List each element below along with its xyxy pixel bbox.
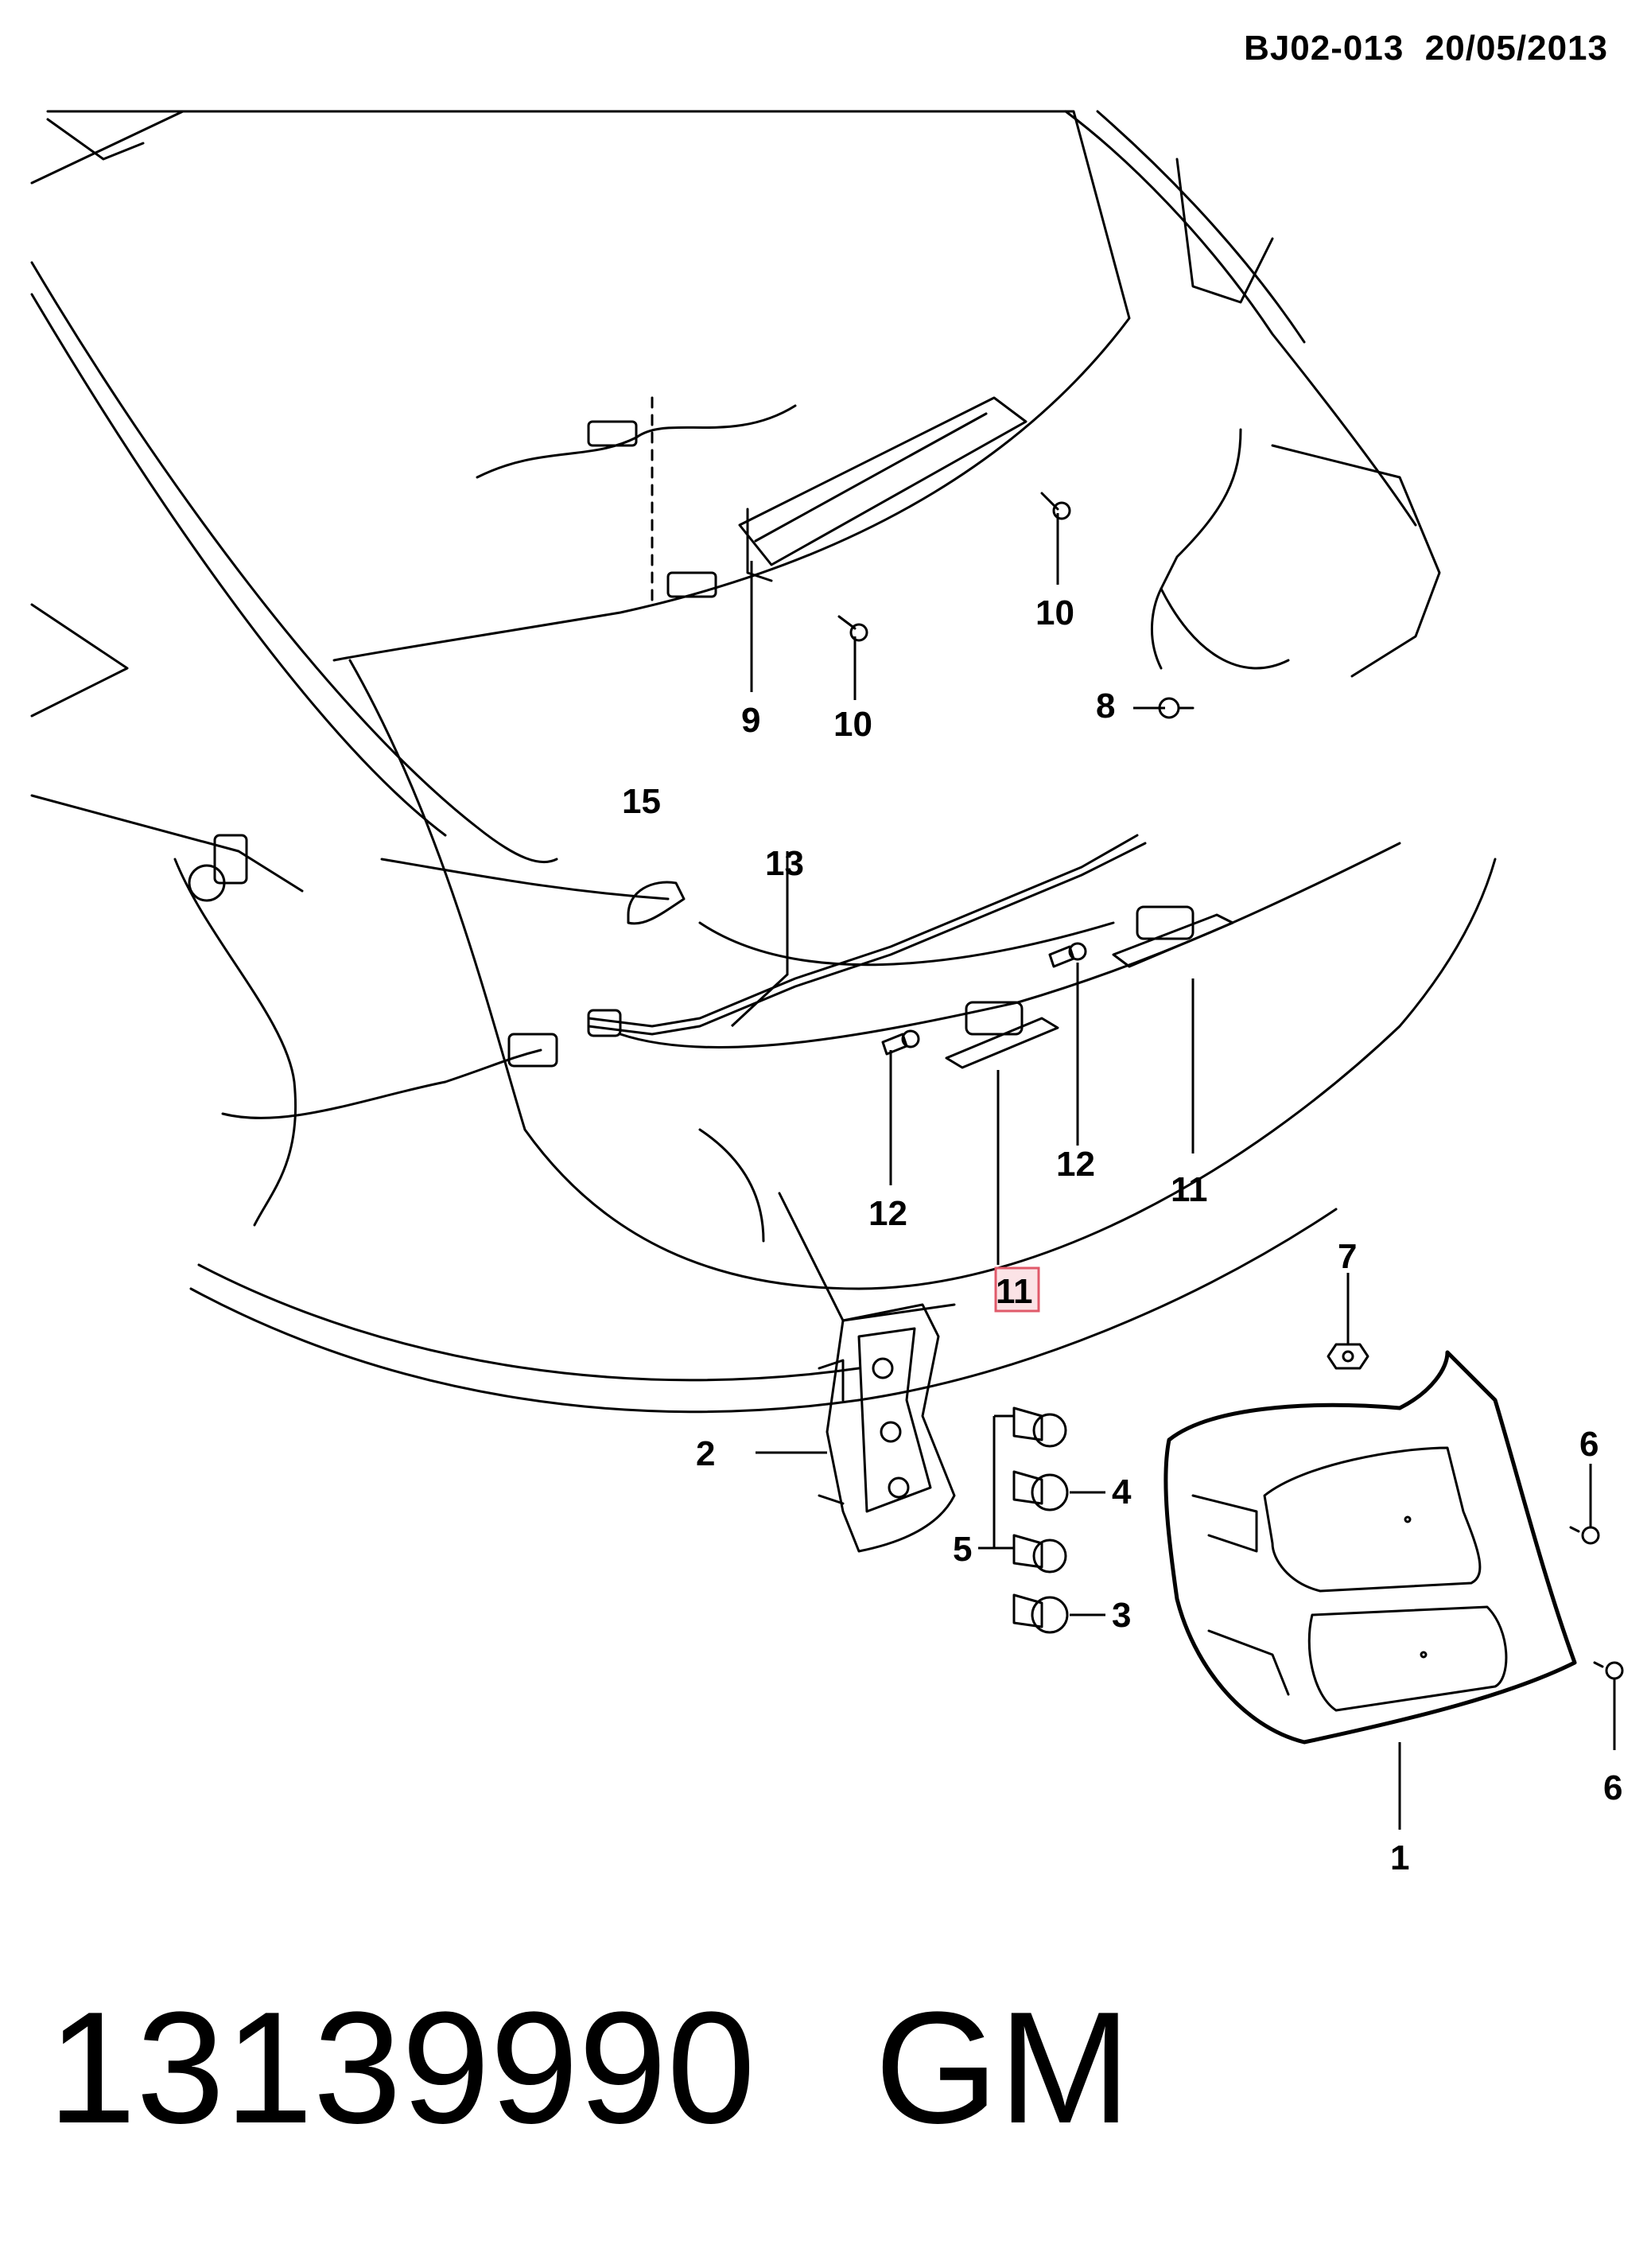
part-number: 13139990 [48, 1979, 756, 2157]
callout-5: 5 [953, 1530, 972, 1569]
screw-10-upper [1040, 492, 1071, 520]
screw-6-lower [1593, 1661, 1624, 1680]
diagram-header: BJ02-013 20/05/2013 [1244, 29, 1608, 68]
callout-9: 9 [741, 701, 760, 740]
bulb-5-upper [1012, 1406, 1067, 1448]
callout-4: 4 [1112, 1472, 1132, 1511]
callout-1: 1 [1390, 1838, 1409, 1877]
lamp-socket-carrier [818, 1303, 956, 1553]
high-mount-stop-lamp [476, 396, 1028, 606]
plug-15 [627, 881, 686, 925]
callout-2: 2 [696, 1434, 715, 1473]
leader-lines [730, 513, 1616, 1830]
callout-10-upper: 10 [1035, 593, 1074, 632]
callout-11-right: 11 [1171, 1170, 1208, 1209]
bulb-5-lower [1012, 1534, 1067, 1574]
screw-6-upper [1569, 1526, 1600, 1545]
callout-6-lower: 6 [1603, 1768, 1622, 1807]
bulb-3 [1012, 1593, 1069, 1634]
wiring-harness [173, 834, 1147, 1227]
bulb-4 [1012, 1470, 1069, 1511]
callout-15: 15 [622, 782, 661, 821]
license-lamp-right [1112, 905, 1234, 968]
screw-10-lower [837, 615, 868, 642]
diagram-date: 20/05/2013 [1424, 29, 1608, 68]
trunk-opening-outline [1064, 110, 1441, 678]
diagram-code: BJ02-013 [1244, 29, 1404, 68]
callout-8: 8 [1096, 687, 1115, 726]
rear-window-outline [30, 110, 1131, 893]
highlight-box [994, 1266, 1040, 1313]
bulb-12-right [1048, 942, 1087, 968]
nut-7 [1327, 1343, 1369, 1370]
callout-10-lower: 10 [833, 705, 872, 744]
rear-bumper-outline [189, 659, 1497, 1414]
tail-lamp-assembly [1163, 1350, 1577, 1745]
license-lamp-left [945, 1001, 1059, 1069]
callout-3: 3 [1112, 1596, 1131, 1635]
brand-label: GM [874, 1979, 1132, 2157]
callout-12-right: 12 [1056, 1145, 1095, 1184]
callout-6-upper: 6 [1579, 1425, 1599, 1464]
callout-11-highlighted: 11 [996, 1272, 1033, 1311]
callout-12-left: 12 [868, 1194, 907, 1233]
callout-7: 7 [1338, 1237, 1357, 1276]
bulb-12-left [881, 1029, 920, 1056]
callout-13: 13 [765, 844, 804, 883]
